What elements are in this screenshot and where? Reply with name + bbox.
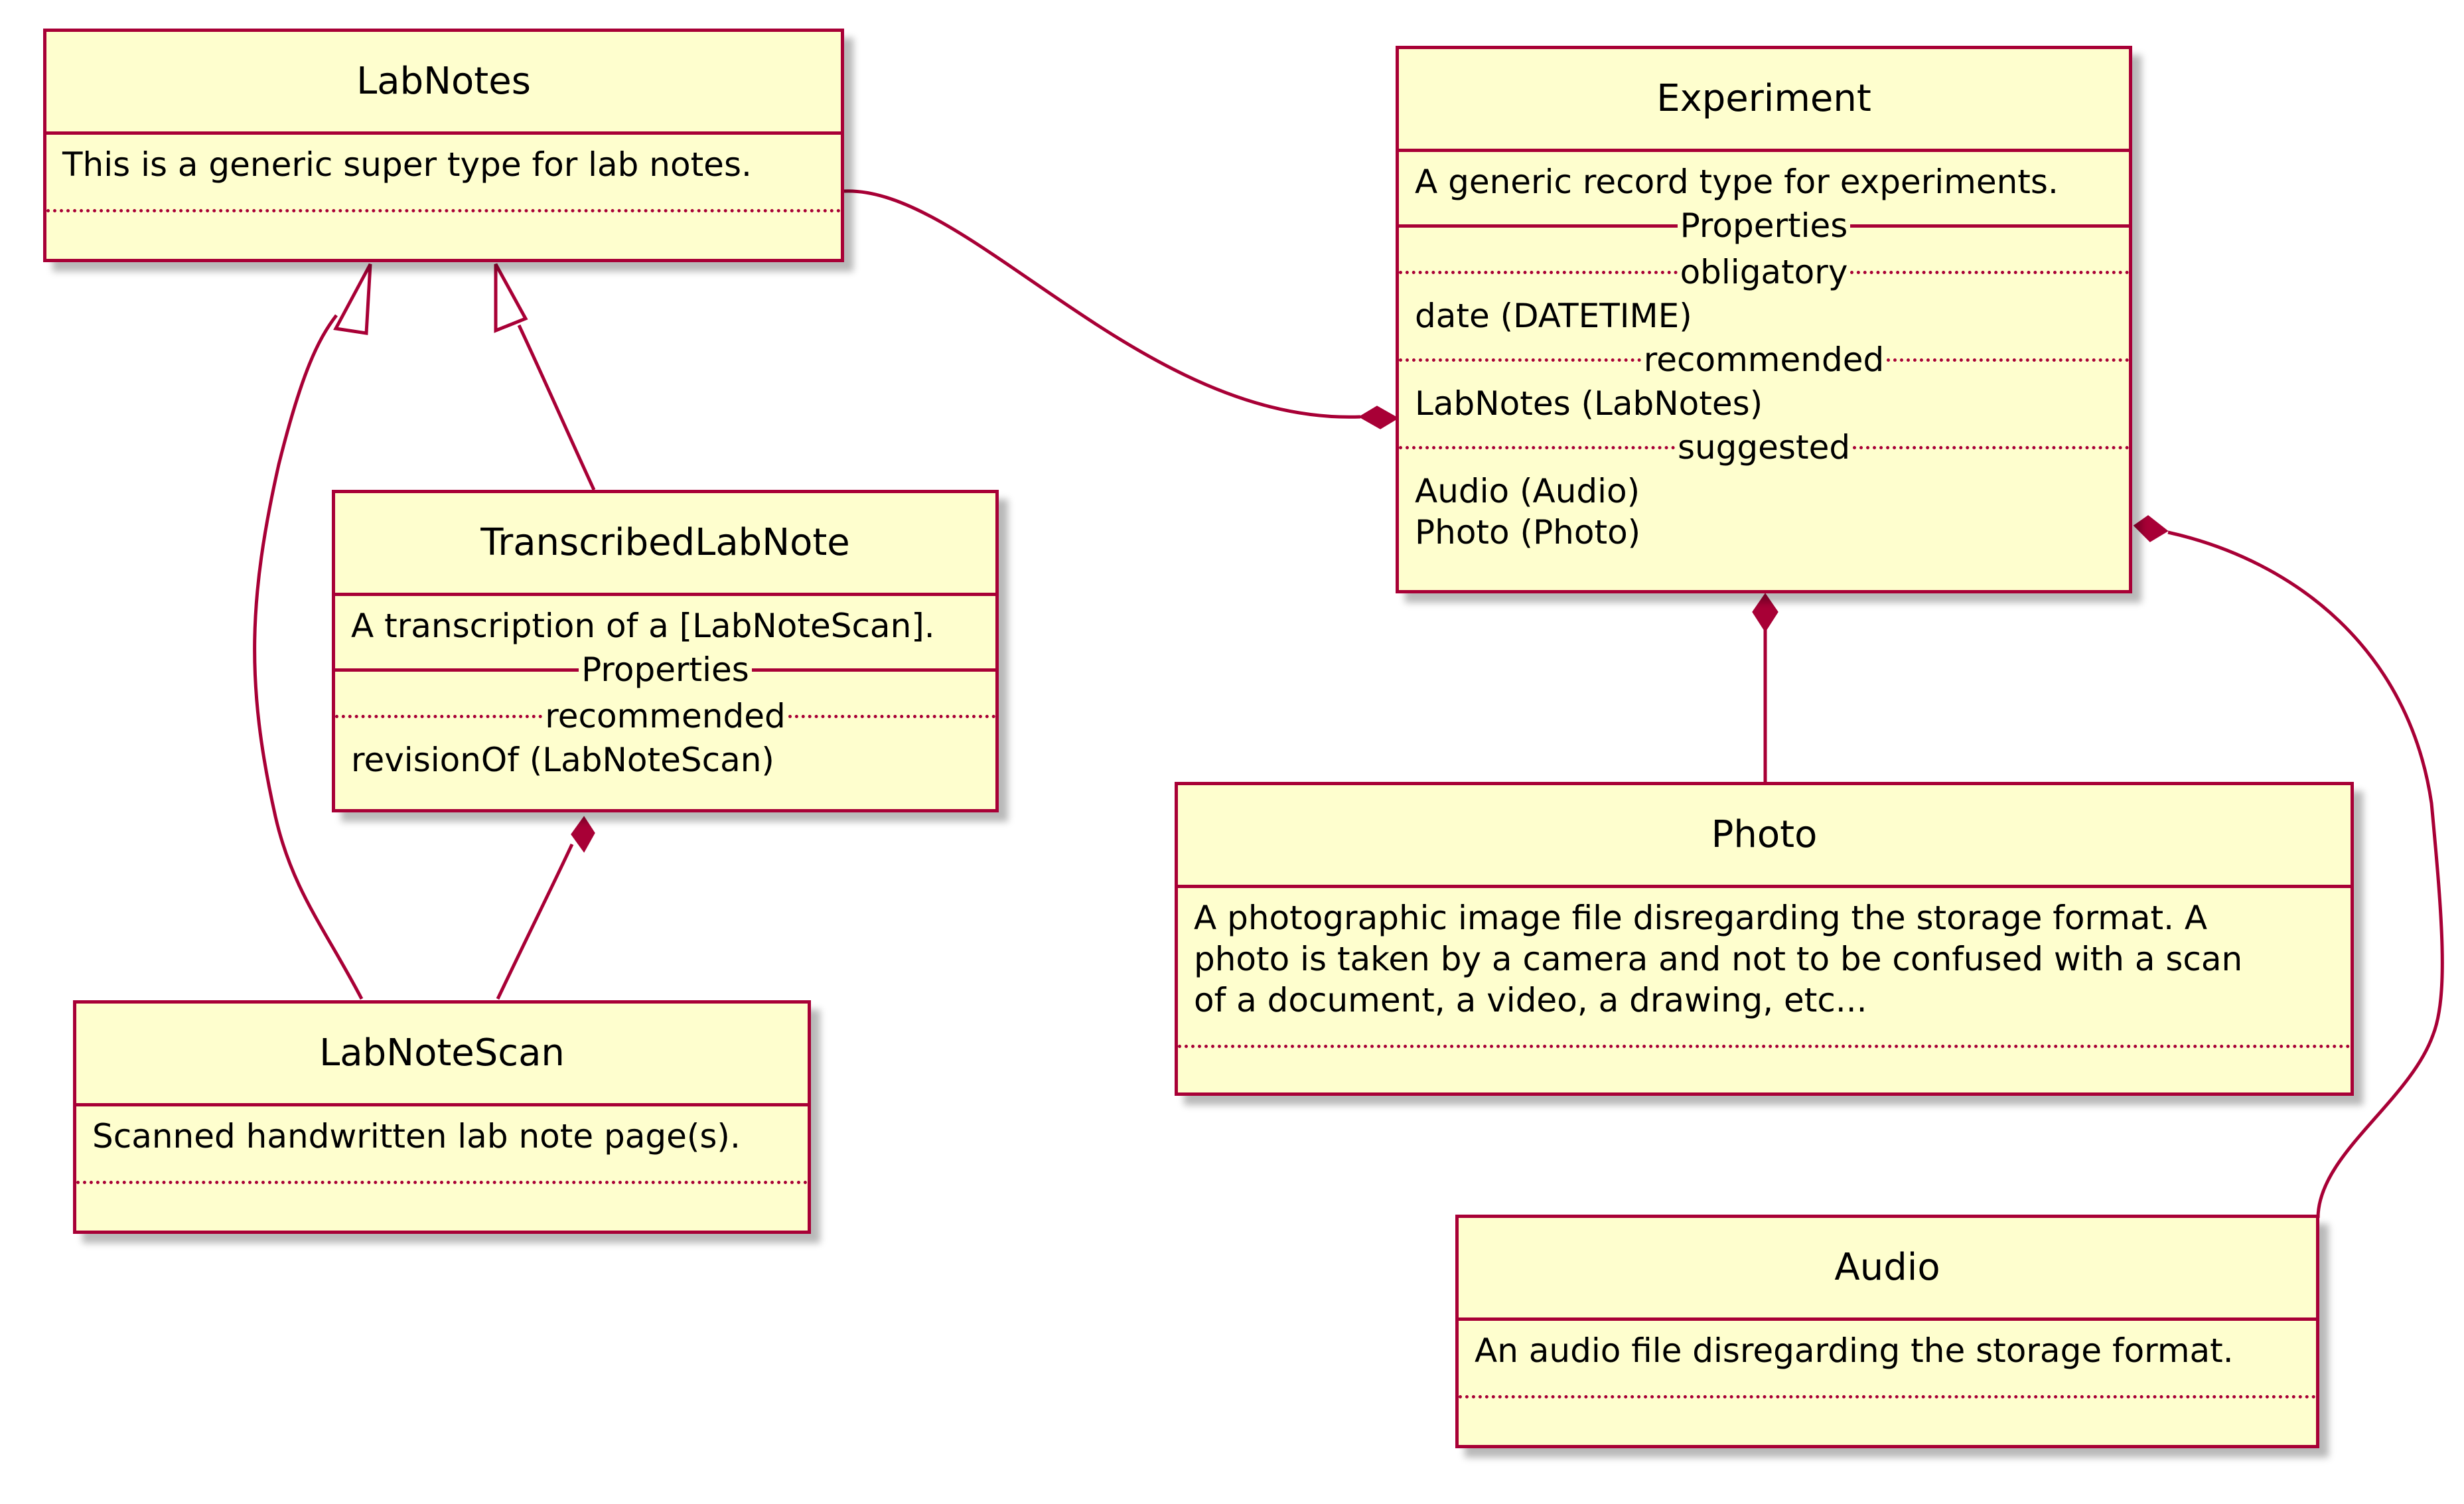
experiment-obligatory-label: obligatory	[1680, 253, 1848, 291]
class-labnotes-divider	[46, 209, 841, 212]
transcribed-properties-label: Properties	[581, 650, 749, 689]
experiment-property: LabNotes (LabNotes)	[1415, 384, 1763, 423]
class-photo-title: Photo	[1178, 785, 2351, 888]
class-transcribedlabnote-title: TranscribedLabNote	[335, 493, 995, 596]
class-labnotescan-title: LabNoteScan	[76, 1004, 808, 1106]
class-audio-description: An audio file disregarding the storage f…	[1475, 1331, 2234, 1370]
experiment-property: Photo (Photo)	[1415, 513, 1641, 552]
experiment-obligatory-separator: obligatory	[1399, 249, 2129, 295]
class-labnotescan-divider	[76, 1181, 808, 1184]
experiment-properties-label: Properties	[1680, 206, 1848, 245]
class-experiment-title: Experiment	[1399, 49, 2129, 152]
inheritance-arrow-right	[494, 263, 528, 333]
transcribed-properties-separator: Properties	[335, 646, 995, 693]
class-experiment[interactable]: Experiment A generic record type for exp…	[1396, 46, 2132, 593]
edge-labnotes-experiment	[843, 189, 1361, 419]
experiment-recommended-separator: recommended	[1399, 337, 2129, 383]
transcribed-recommended-label: recommended	[545, 697, 786, 735]
class-experiment-description: A generic record type for experiments.	[1415, 163, 2059, 201]
experiment-recommended-label: recommended	[1643, 340, 1885, 379]
class-photo-divider	[1178, 1045, 2351, 1048]
transcribed-property: revisionOf (LabNoteScan)	[351, 741, 774, 779]
class-labnotes-description: This is a generic super type for lab not…	[62, 145, 752, 184]
experiment-properties-separator: Properties	[1399, 202, 2129, 249]
edge-labnotescan-labnotes	[253, 314, 364, 1000]
class-labnotes-title: LabNotes	[46, 32, 841, 135]
composition-diamond-experiment-labnotes	[1358, 406, 1399, 429]
class-labnotes[interactable]: LabNotes This is a generic super type fo…	[43, 29, 844, 262]
class-transcribedlabnote[interactable]: TranscribedLabNote A transcription of a …	[332, 490, 999, 812]
transcribed-recommended-separator: recommended	[335, 693, 995, 739]
edge-transcribed-labnotes	[517, 324, 596, 491]
composition-diamond-experiment-audio	[2133, 515, 2169, 542]
class-photo[interactable]: Photo A photographic image file disregar…	[1175, 782, 2354, 1096]
class-audio[interactable]: Audio An audio file disregarding the sto…	[1455, 1215, 2319, 1448]
class-audio-divider	[1459, 1395, 2316, 1398]
class-photo-description: A photographic image file disregarding t…	[1194, 899, 2243, 1019]
class-audio-title: Audio	[1459, 1218, 2316, 1321]
experiment-suggested-separator: suggested	[1399, 424, 2130, 471]
edge-audio-experiment	[2167, 530, 2444, 1219]
composition-diamond-experiment-photo	[1752, 593, 1778, 633]
class-transcribedlabnote-description: A transcription of a [LabNoteScan].	[351, 607, 935, 645]
class-labnotescan-description: Scanned handwritten lab note page(s).	[92, 1117, 741, 1156]
composition-diamond-transcribed	[571, 816, 595, 853]
edge-labnotescan-transcribed	[496, 843, 574, 1000]
experiment-property: Audio (Audio)	[1415, 472, 1640, 510]
experiment-suggested-label: suggested	[1677, 428, 1851, 467]
experiment-property: date (DATETIME)	[1415, 297, 1692, 335]
class-labnotescan[interactable]: LabNoteScan Scanned handwritten lab note…	[73, 1000, 811, 1234]
inheritance-arrow-left	[333, 263, 372, 335]
